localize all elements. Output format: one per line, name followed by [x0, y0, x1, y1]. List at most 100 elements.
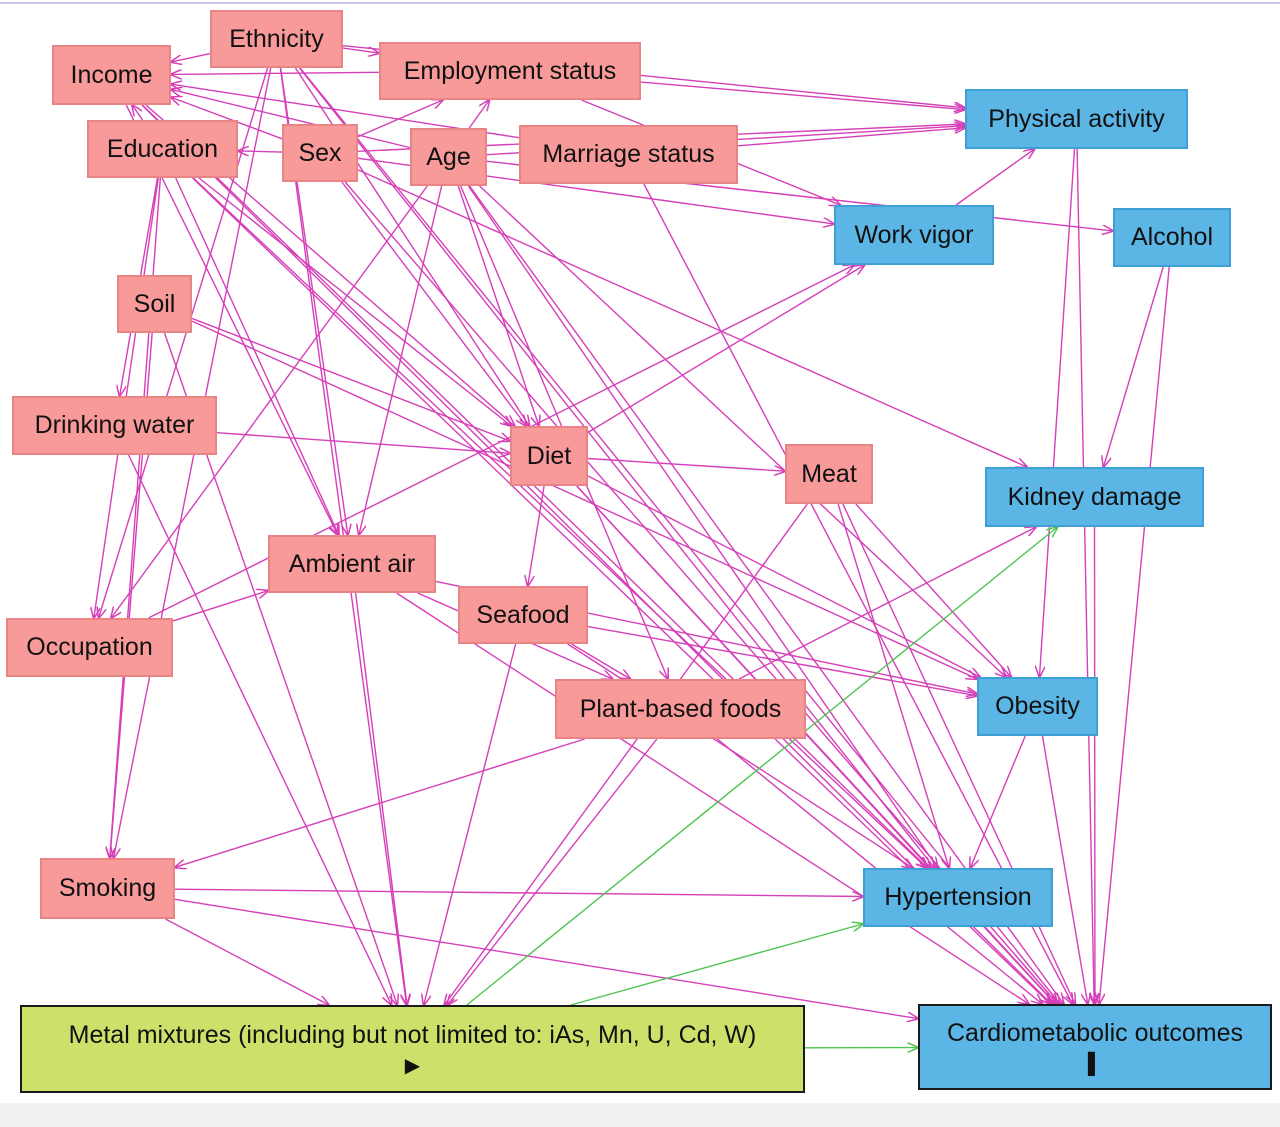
node-age: Age: [410, 128, 487, 186]
edge-seafood-to-obesity: [587, 625, 977, 696]
node-ethnicity: Ethnicity: [210, 10, 343, 68]
node-physical-activity-label: Physical activity: [988, 104, 1165, 133]
edge-employment-to-physical_activity: [640, 81, 965, 109]
edge-meat-to-metals: [444, 503, 808, 1005]
edge-ethnicity-to-smoking: [114, 67, 272, 858]
edge-age-to-hypertension: [467, 185, 937, 868]
edge-marriage-to-physical_activity: [737, 128, 965, 147]
node-hypertension: Hypertension: [863, 868, 1053, 927]
node-diet: Diet: [510, 426, 588, 486]
node-soil: Soil: [117, 275, 192, 333]
node-cardiometabolic-outcomes: Cardiometabolic outcomes ▌: [918, 1004, 1272, 1090]
edge-plant_foods-to-kidney_damage: [738, 527, 1036, 680]
node-kidney-damage-label: Kidney damage: [1007, 482, 1182, 511]
node-education-label: Education: [106, 134, 219, 163]
bar-icon: ▌: [1087, 1052, 1103, 1075]
edge-obesity-to-outcomes: [1041, 735, 1087, 1004]
edge-age-to-outcomes: [468, 185, 1064, 1004]
node-age-label: Age: [426, 142, 471, 171]
top-divider: [0, 2, 1280, 4]
edge-smoking-to-metals: [165, 918, 328, 1005]
node-drinking-water-label: Drinking water: [34, 411, 195, 439]
edge-sex-to-employment: [357, 100, 443, 138]
edge-ethnicity-to-income: [171, 52, 211, 63]
edge-diet-to-seafood: [528, 485, 545, 586]
node-employment-status: Employment status: [379, 42, 641, 100]
edge-drinking_water-to-metals: [127, 454, 392, 1005]
edge-sex-to-income: [171, 97, 283, 140]
edge-income-to-hypertension: [141, 104, 927, 868]
node-work-vigor-label: Work vigor: [854, 220, 974, 249]
edge-soil-to-obesity: [191, 320, 977, 679]
node-marriage-status-label: Marriage status: [542, 140, 715, 168]
edge-alcohol-to-outcomes: [1099, 266, 1170, 1004]
edge-meat-to-obesity: [855, 503, 1011, 677]
edge-physical_activity-to-outcomes: [1076, 148, 1094, 1004]
edge-ambient_air-to-outcomes: [396, 592, 1029, 1004]
edge-ethnicity-to-outcomes: [299, 67, 1060, 1004]
edge-alcohol-to-kidney_damage: [1103, 266, 1164, 467]
edge-ethnicity-to-occupation: [99, 67, 269, 618]
node-soil-label: Soil: [133, 289, 176, 318]
node-diet-label: Diet: [526, 441, 572, 470]
node-kidney-damage: Kidney damage: [985, 467, 1204, 527]
edge-age-to-diet: [457, 185, 539, 426]
edge-education-to-hypertension: [192, 177, 926, 868]
edge-age-to-obesity: [479, 185, 1006, 677]
node-plant-based-foods: Plant-based foods: [555, 679, 806, 739]
edge-work_vigor-to-physical_activity: [955, 149, 1034, 206]
node-smoking-label: Smoking: [58, 874, 157, 902]
edge-ethnicity-to-hypertension: [298, 67, 935, 868]
node-ethnicity-label: Ethnicity: [229, 24, 324, 53]
node-smoking: Smoking: [40, 858, 175, 919]
node-marriage-status: Marriage status: [519, 125, 738, 184]
node-income: Income: [52, 45, 171, 105]
node-sex: Sex: [282, 124, 358, 182]
edge-metals-to-kidney_damage-green: [466, 527, 1058, 1006]
edge-plant_foods-to-metals: [447, 738, 658, 1005]
edge-employment-to-income: [171, 72, 380, 74]
node-education: Education: [87, 120, 238, 178]
node-ambient-air: Ambient air: [268, 535, 436, 593]
node-income-label: Income: [70, 60, 153, 89]
edge-diet-to-meat: [587, 457, 785, 472]
edge-education-to-diet: [198, 177, 511, 426]
node-alcohol: Alcohol: [1113, 208, 1231, 267]
node-meat: Meat: [785, 444, 873, 504]
node-seafood: Seafood: [458, 586, 588, 644]
node-occupation: Occupation: [6, 618, 173, 677]
edge-soil-to-diet: [191, 317, 510, 441]
edge-ethnicity-to-employment: [342, 48, 379, 53]
edge-occupation-to-work_vigor: [148, 265, 854, 619]
edge-obesity-to-hypertension: [970, 735, 1026, 868]
edge-seafood-to-metals: [424, 643, 517, 1005]
edge-hypertension-to-outcomes: [984, 926, 1056, 1004]
edge-education-to-ambient_air: [175, 177, 339, 535]
edge-diet-to-obesity: [587, 475, 980, 677]
edge-metals-to-hypertension-green: [570, 924, 863, 1006]
edge-education-to-income: [132, 105, 144, 121]
edge-physical_activity-to-obesity: [1039, 148, 1076, 677]
edge-smoking-to-outcomes: [174, 898, 918, 1018]
node-cardiometabolic-outcomes-label: Cardiometabolic outcomes: [947, 1018, 1243, 1047]
node-physical-activity: Physical activity: [965, 89, 1188, 149]
node-obesity-label: Obesity: [995, 692, 1080, 720]
node-plant-based-foods-label: Plant-based foods: [579, 694, 782, 723]
node-obesity: Obesity: [977, 677, 1098, 736]
edge-age-to-employment: [468, 100, 489, 129]
edge-age-to-income: [171, 89, 411, 149]
edge-smoking-to-hypertension: [174, 888, 863, 896]
node-metal-mixtures: Metal mixtures (including but not limite…: [20, 1005, 805, 1093]
node-work-vigor: Work vigor: [834, 205, 994, 265]
bottom-band: [0, 1103, 1280, 1127]
node-meat-label: Meat: [801, 459, 857, 488]
node-ambient-air-label: Ambient air: [288, 549, 416, 578]
node-seafood-label: Seafood: [476, 600, 570, 629]
edge-plant_foods-to-smoking: [175, 738, 585, 867]
edge-drinking_water-to-diet: [216, 431, 510, 454]
node-sex-label: Sex: [298, 138, 342, 167]
node-occupation-label: Occupation: [26, 633, 153, 661]
edge-ambient_air-to-metals: [354, 592, 407, 1005]
node-alcohol-label: Alcohol: [1131, 223, 1213, 251]
